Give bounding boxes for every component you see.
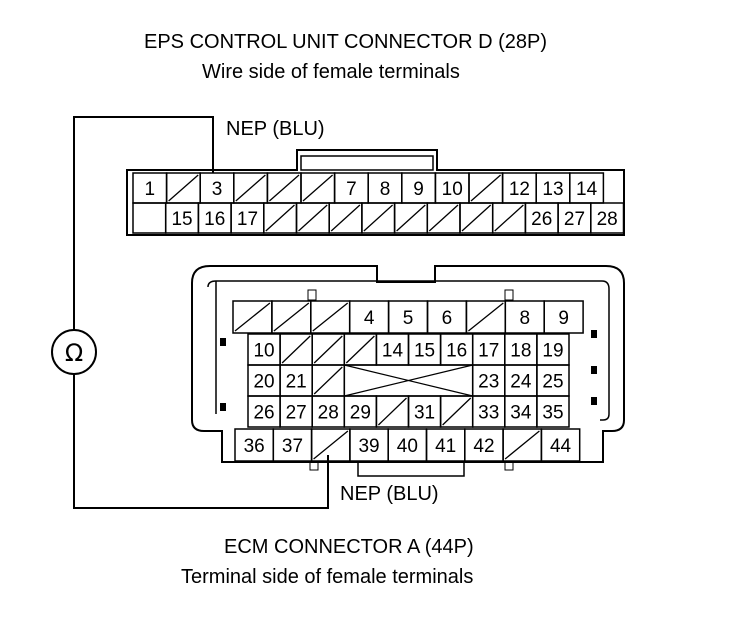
ecm-row5-unused-slash <box>313 430 349 460</box>
ecm-row4-terminal-number: 31 <box>414 403 435 424</box>
eps-row2-unused-slash <box>298 204 328 232</box>
ecm-connector <box>191 265 625 477</box>
ecm-latch-marks <box>220 330 597 411</box>
eps-row1-terminal-number: 8 <box>380 179 391 200</box>
ecm-probe-label: NEP (BLU) <box>340 483 439 505</box>
ecm-row3-terminal-number: 20 <box>253 372 274 393</box>
eps-connector-title: EPS CONTROL UNIT CONNECTOR D (28P) <box>144 31 548 53</box>
ecm-row4-terminal-number: 26 <box>253 403 274 424</box>
ecm-row1-unused-slash <box>312 302 349 332</box>
ecm-row2-unused-slash <box>313 335 343 364</box>
eps-row1-terminal-number: 14 <box>576 179 598 200</box>
ecm-row1-terminal-number: 8 <box>519 308 530 329</box>
eps-row2-unused-slash <box>330 204 361 232</box>
ecm-row4-unused-slash <box>442 397 472 426</box>
eps-row2-terminal-number: 17 <box>237 209 258 230</box>
ecm-row3-terminal-number: 25 <box>542 372 563 393</box>
eps-row1-unused-slash <box>235 174 266 202</box>
eps-connector <box>126 149 625 236</box>
ecm-row5-terminal-number: 39 <box>358 436 379 457</box>
eps-row2-unused-slash <box>396 204 426 232</box>
ecm-row5-terminal-number: 44 <box>550 436 572 457</box>
ecm-connector-subtitle: Terminal side of female terminals <box>181 566 474 588</box>
test-wires <box>73 116 329 509</box>
eps-row2-cell <box>590 202 625 234</box>
eps-row2-unused-slash <box>428 204 459 232</box>
eps-row1-unused-slash <box>168 174 199 202</box>
ecm-row2-terminal-number: 10 <box>253 341 274 362</box>
ecm-row4-terminal-number: 33 <box>478 403 499 424</box>
ecm-row4-terminal-number: 35 <box>542 403 563 424</box>
ecm-row5-terminal-number: 36 <box>244 436 265 457</box>
ecm-row1-terminal-number: 6 <box>442 308 453 329</box>
eps-row2-terminal-number: 16 <box>204 209 225 230</box>
ecm-row5-unused-slash <box>504 430 540 460</box>
ecm-row2-terminal-number: 16 <box>446 341 467 362</box>
eps-row2-terminal-number: 28 <box>597 209 618 230</box>
eps-row1-terminal-number: 10 <box>442 179 463 200</box>
ecm-row1-terminal-number: 4 <box>364 308 375 329</box>
ecm-row2-terminal-number: 18 <box>510 341 531 362</box>
ecm-row5-cell <box>540 428 581 462</box>
ecm-row3-blank-cross <box>344 364 473 397</box>
eps-row1-unused-slash <box>470 174 502 202</box>
ecm-row1-unused-slash <box>467 302 504 332</box>
ecm-row3-terminal-number: 21 <box>286 372 307 393</box>
ecm-row4-terminal-number: 27 <box>286 403 307 424</box>
eps-row1-unused-slash <box>302 174 334 202</box>
eps-row2-unused-slash <box>363 204 394 232</box>
ecm-row5-terminal-number: 41 <box>435 436 456 457</box>
ecm-row4-unused-slash <box>377 397 407 426</box>
ecm-row3-terminal-number: 23 <box>478 372 499 393</box>
eps-row2-unused-slash <box>494 204 524 232</box>
ecm-row3-unused-slash <box>313 366 343 395</box>
ohm-symbol: Ω <box>65 339 83 367</box>
ecm-connector-title: ECM CONNECTOR A (44P) <box>224 536 474 558</box>
ecm-row2-terminal-number: 15 <box>414 341 435 362</box>
eps-row2-terminal-number: 15 <box>171 209 192 230</box>
ecm-row3-terminal-number: 24 <box>510 372 532 393</box>
ecm-row1-unused-slash <box>273 302 310 332</box>
ecm-terminal-grid: 4 5 6 8 9 10 14 15 16 17 18 19 20 21 23 24 25 26 27 28 29 31 3… <box>232 300 584 462</box>
ecm-row4-terminal-number: 34 <box>510 403 532 424</box>
eps-row1-terminal-number: 1 <box>145 179 156 200</box>
eps-row1-terminal-number: 13 <box>542 179 563 200</box>
eps-row1-unused-slash <box>268 174 300 202</box>
ecm-row5-terminal-number: 37 <box>282 436 303 457</box>
ecm-row1-terminal-number: 9 <box>558 308 569 329</box>
ecm-row1-terminal-number: 5 <box>403 308 414 329</box>
ecm-row1-cell <box>543 300 584 334</box>
eps-connector-subtitle: Wire side of female terminals <box>202 61 460 83</box>
eps-row1-terminal-number: 3 <box>212 179 223 200</box>
ecm-row5-terminal-number: 40 <box>397 436 418 457</box>
ecm-row4-terminal-number: 28 <box>318 403 339 424</box>
eps-row2-terminal-number: 26 <box>531 209 552 230</box>
ohmmeter-icon: Ω <box>51 329 97 375</box>
eps-probe-label: NEP (BLU) <box>226 118 325 140</box>
eps-row1-terminal-number: 9 <box>413 179 424 200</box>
eps-row1-terminal-number: 12 <box>509 179 530 200</box>
ecm-row2-unused-slash <box>281 335 311 364</box>
ecm-row2-terminal-number: 17 <box>478 341 499 362</box>
ecm-row2-terminal-number: 19 <box>542 341 563 362</box>
ecm-row5-terminal-number: 42 <box>473 436 494 457</box>
ecm-row1-unused-slash <box>234 302 271 332</box>
ecm-row4-terminal-number: 29 <box>350 403 371 424</box>
eps-row2-unused-slash <box>265 204 295 232</box>
eps-row2-terminal-number: 27 <box>564 209 585 230</box>
ecm-row4-cell <box>536 395 570 428</box>
ecm-row2-terminal-number: 14 <box>382 341 404 362</box>
eps-row1-terminal-number: 7 <box>346 179 357 200</box>
eps-row2-cell <box>132 202 167 234</box>
eps-row2-unused-slash <box>461 204 492 232</box>
ecm-row2-unused-slash <box>345 335 375 364</box>
